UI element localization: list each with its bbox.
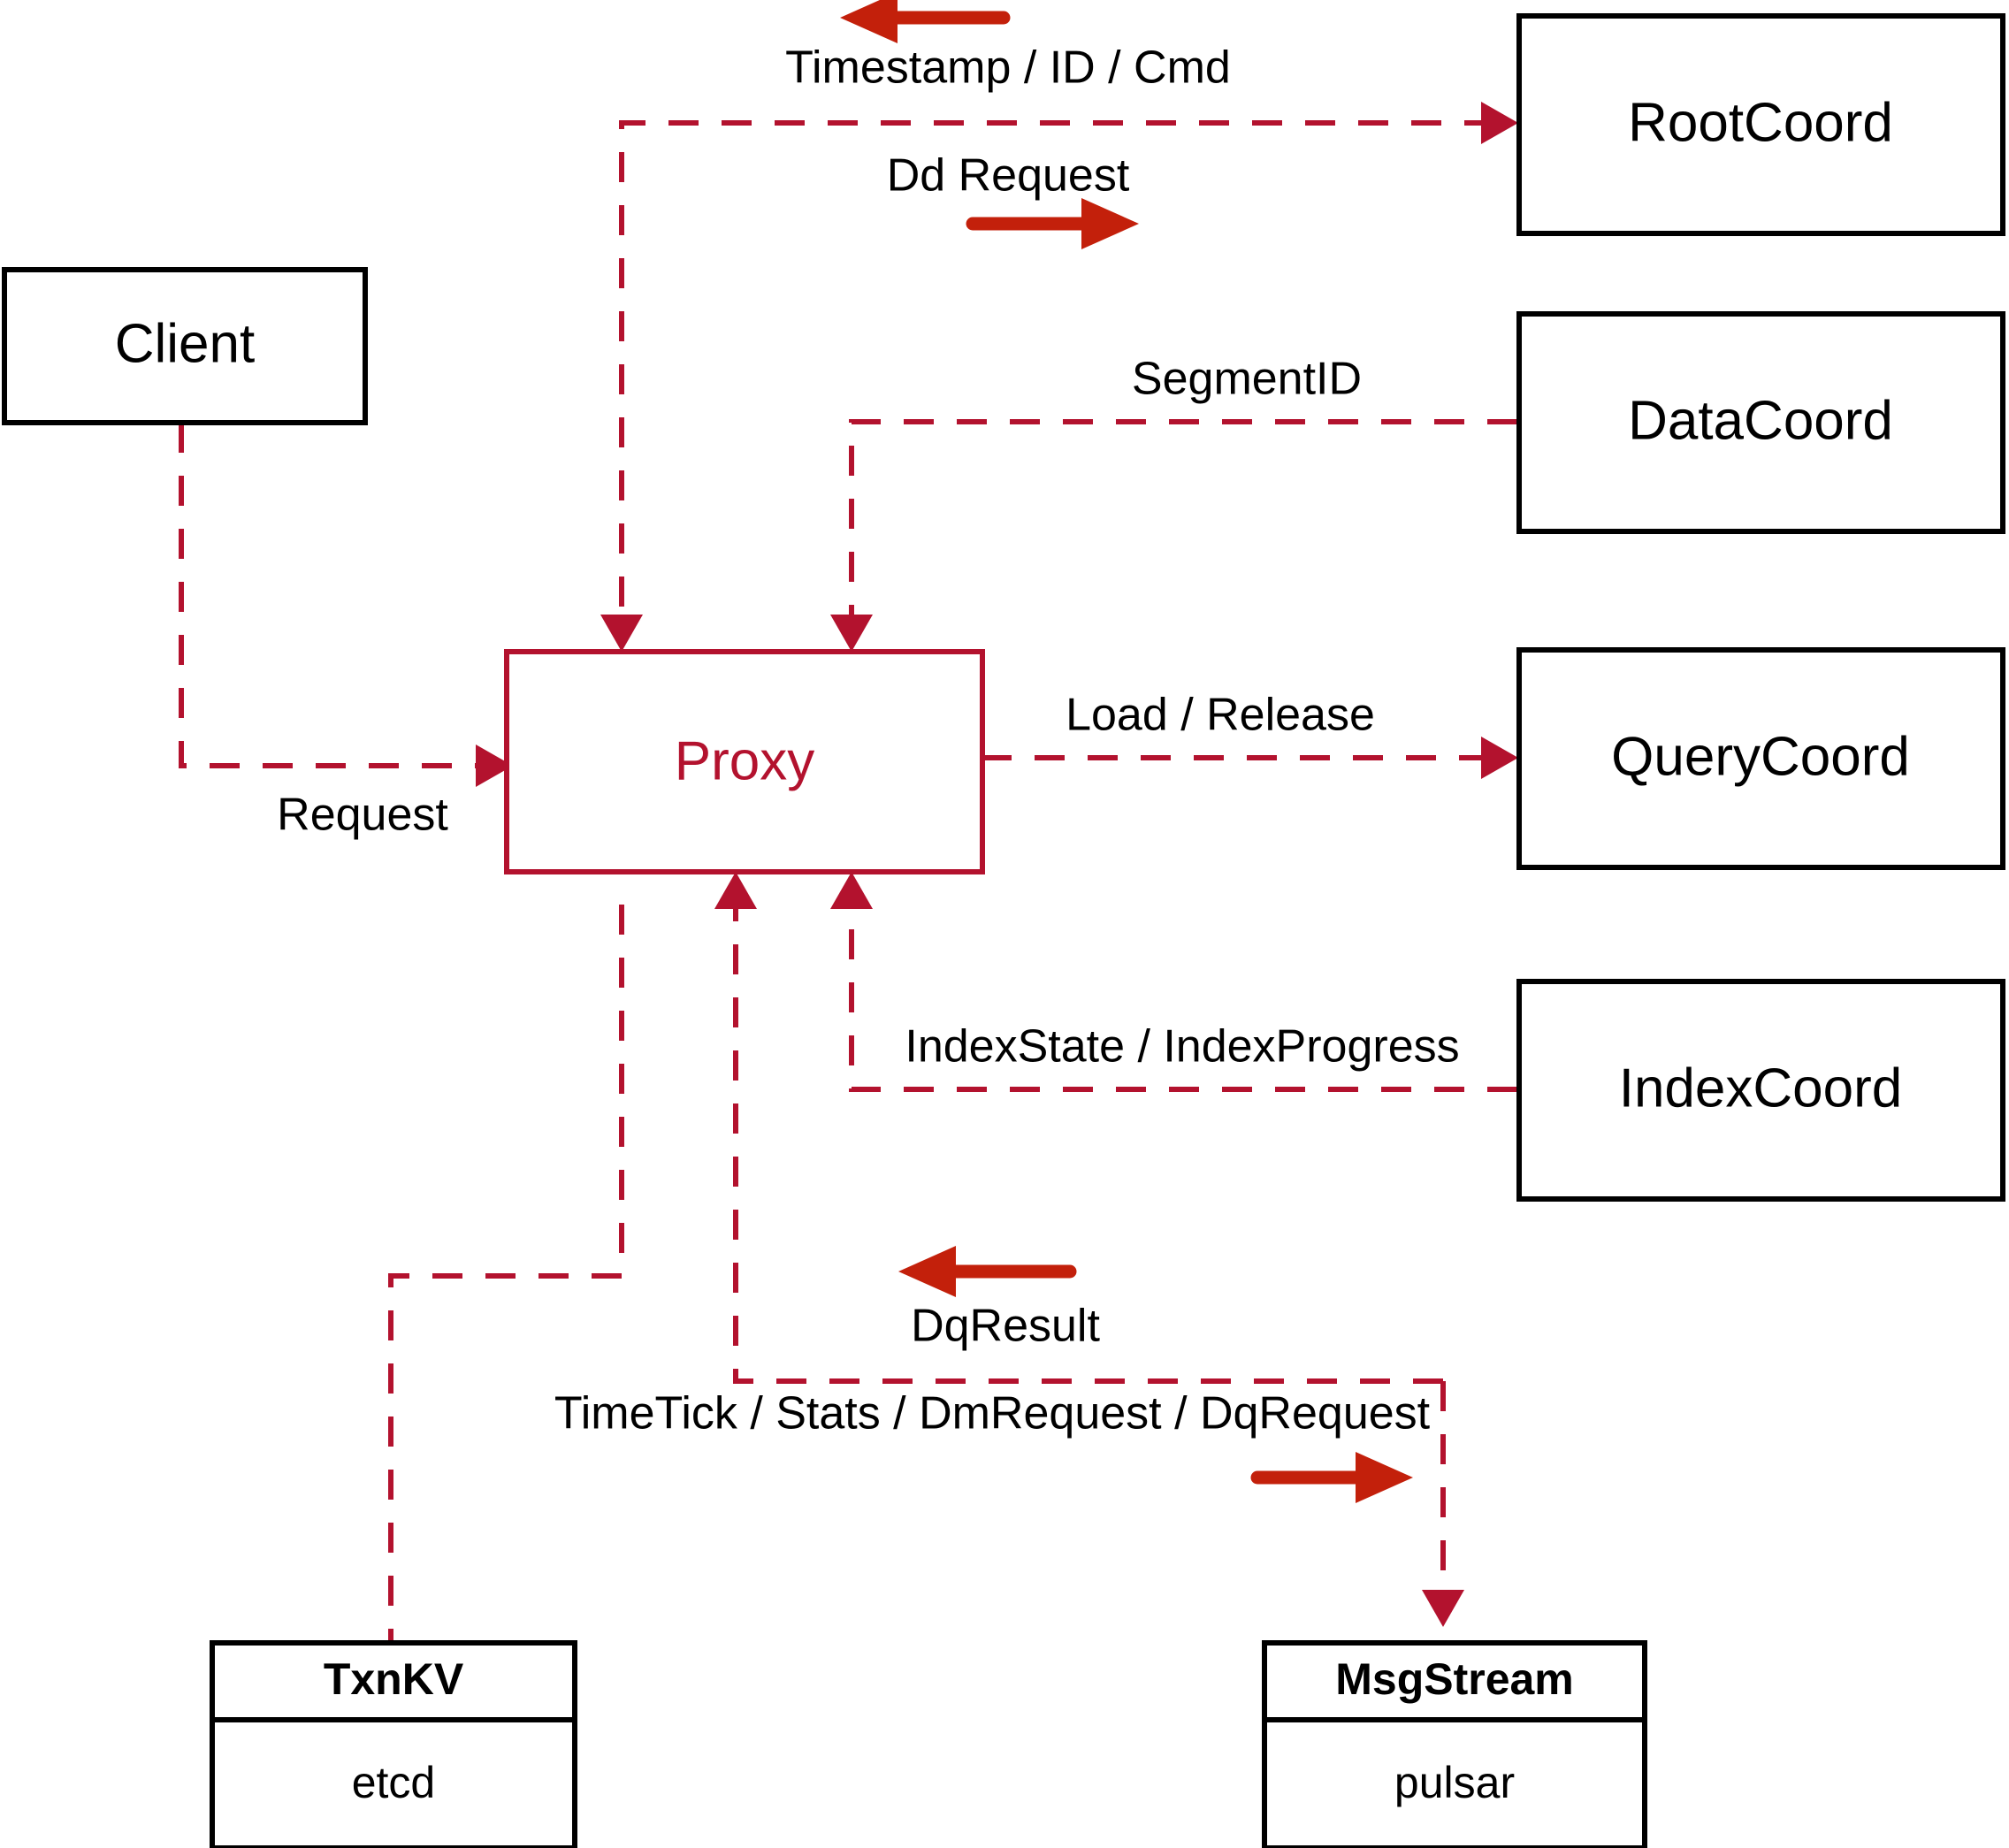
edge-dq-result <box>714 872 1443 1384</box>
edge-load-release-arrowhead <box>1481 737 1518 779</box>
annotation-timestamp-id-cmd: Timestamp / ID / Cmd <box>785 0 1231 94</box>
edge-label-dd-request: Dd Request <box>887 150 1130 202</box>
edge-segment-id-arrowhead <box>830 615 873 652</box>
edge-label-segment-id: SegmentID <box>1132 354 1362 405</box>
edge-index-state-path <box>849 905 1517 1092</box>
edge-segment-id-path <box>849 419 1517 619</box>
edge-label-index-state: IndexState / IndexProgress <box>905 1021 1459 1073</box>
node-indexcoord-label: IndexCoord <box>1619 1058 1903 1119</box>
edge-timetick-stats <box>1422 1381 1464 1627</box>
node-msgstream[interactable]: MsgStream pulsar <box>1262 1640 1647 1848</box>
edge-proxy-txnkv <box>388 905 624 1643</box>
flow-arrow-timetick-head <box>1356 1452 1413 1503</box>
node-msgstream-box[interactable] <box>1262 1640 1647 1848</box>
node-txnkv[interactable]: TxnKV etcd <box>210 1640 577 1848</box>
edge-request-path <box>179 423 491 768</box>
node-client[interactable]: Client <box>2 267 368 425</box>
edge-label-dq-result: DqResult <box>911 1301 1100 1352</box>
edge-request-arrowhead <box>476 745 513 787</box>
node-proxy[interactable]: Proxy <box>504 649 985 874</box>
node-rootcoord-label: RootCoord <box>1628 92 1893 153</box>
flow-arrow-dd-head <box>1081 198 1139 249</box>
flow-arrow-timestamp-head <box>840 0 898 43</box>
edge-load-release <box>982 737 1518 779</box>
node-querycoord-label: QueryCoord <box>1611 726 1910 787</box>
edge-label-timetick-stats: TimeTick / Stats / DmRequest / DqRequest <box>554 1388 1431 1439</box>
edge-timetick-stats-arrowhead <box>1422 1590 1464 1627</box>
node-client-box[interactable] <box>2 267 368 425</box>
node-proxy-box[interactable] <box>504 649 985 874</box>
edge-dq-result-arrowhead <box>714 872 757 909</box>
edge-request <box>179 423 513 787</box>
node-txnkv-label: TxnKV <box>324 1654 464 1704</box>
node-rootcoord[interactable]: RootCoord <box>1516 13 2005 236</box>
node-datacoord-box[interactable] <box>1516 311 2005 534</box>
edge-segment-id <box>830 419 1517 652</box>
node-txnkv-box[interactable] <box>210 1640 577 1848</box>
annotation-segment-id: SegmentID <box>1132 354 1362 405</box>
edge-timestamp-id-cmd-path <box>619 120 1494 619</box>
node-datacoord-label: DataCoord <box>1628 390 1893 451</box>
node-querycoord[interactable]: QueryCoord <box>1516 647 2005 870</box>
node-proxy-label: Proxy <box>675 730 814 791</box>
annotation-index-state: IndexState / IndexProgress <box>905 1021 1459 1073</box>
node-txnkv-sublabel: etcd <box>352 1758 436 1807</box>
annotation-load-release: Load / Release <box>1066 690 1375 741</box>
edge-index-state <box>830 872 1517 1092</box>
edge-label-request: Request <box>277 790 448 841</box>
flow-arrow-dqresult-head <box>898 1246 956 1297</box>
edge-label-timestamp-id-cmd: Timestamp / ID / Cmd <box>785 42 1231 94</box>
annotation-dd-request: Dd Request <box>887 150 1139 249</box>
node-indexcoord-box[interactable] <box>1516 979 2005 1202</box>
edge-dd-request-arrowhead <box>1481 102 1518 144</box>
node-msgstream-label: MsgStream <box>1335 1654 1574 1704</box>
annotation-timetick-stats: TimeTick / Stats / DmRequest / DqRequest <box>554 1388 1431 1503</box>
node-datacoord[interactable]: DataCoord <box>1516 311 2005 534</box>
node-querycoord-box[interactable] <box>1516 647 2005 870</box>
annotation-dq-result: DqResult <box>898 1246 1100 1352</box>
node-rootcoord-box[interactable] <box>1516 13 2005 236</box>
node-client-label: Client <box>115 313 256 374</box>
edge-timestamp-id-cmd <box>600 102 1518 652</box>
edge-timestamp-id-cmd-arrowhead <box>600 615 643 652</box>
annotation-request: Request <box>277 790 448 841</box>
edge-proxy-txnkv-path <box>388 905 624 1643</box>
node-msgstream-sublabel: pulsar <box>1394 1758 1515 1807</box>
edge-label-load-release: Load / Release <box>1066 690 1375 741</box>
node-indexcoord[interactable]: IndexCoord <box>1516 979 2005 1202</box>
edge-dq-result-path <box>733 905 1443 1384</box>
edge-index-state-arrowhead <box>830 872 873 909</box>
